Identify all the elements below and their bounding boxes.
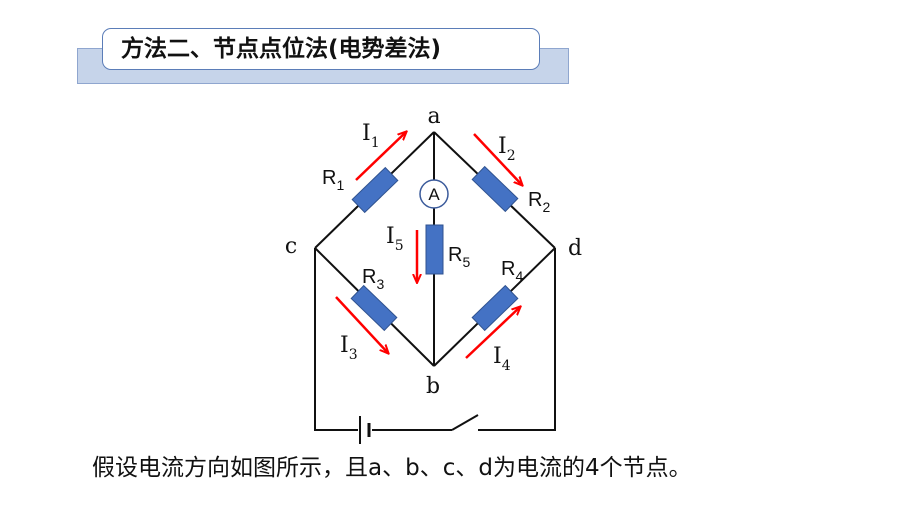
resistor-r3 (350, 284, 398, 332)
current-label-i5: I5 (386, 224, 404, 254)
current-label-i3: I3 (340, 333, 358, 363)
caption-text: 假设电流方向如图所示，且a、b、c、d为电流的4个节点。 (92, 455, 692, 481)
switch-blade[interactable] (451, 414, 479, 431)
wire-switch-d (478, 248, 556, 431)
current-arrow-i1 (355, 132, 406, 181)
resistor-r1 (351, 166, 399, 214)
resistor-label-r4: R4 (501, 258, 523, 284)
resistor-label-r5: R5 (448, 244, 470, 270)
resistor-label-r1: R1 (322, 167, 344, 193)
current-label-i1: I1 (362, 121, 380, 151)
resistor-r4 (471, 284, 519, 332)
current-label-i2: I2 (498, 134, 516, 164)
node-label-b: b (426, 374, 440, 399)
battery (358, 416, 372, 444)
resistor-label-r2: R2 (528, 189, 550, 215)
wire-c-battery (314, 248, 358, 431)
current-label-i4: I4 (493, 344, 511, 374)
current-arrow-i3 (335, 296, 388, 353)
ammeter-label: A (428, 185, 440, 204)
node-label-c: c (285, 234, 297, 259)
node-label-a: a (427, 104, 440, 129)
current-arrow-i2 (473, 133, 522, 185)
current-arrow-i4 (465, 307, 520, 359)
resistor-r2 (471, 165, 519, 213)
ammeter: A (419, 179, 449, 209)
resistor-r5 (425, 224, 444, 275)
resistor-label-r3: R3 (362, 266, 384, 292)
node-label-d: d (568, 236, 582, 261)
page-title: 方法二、节点点位法(电势差法) (102, 28, 540, 70)
